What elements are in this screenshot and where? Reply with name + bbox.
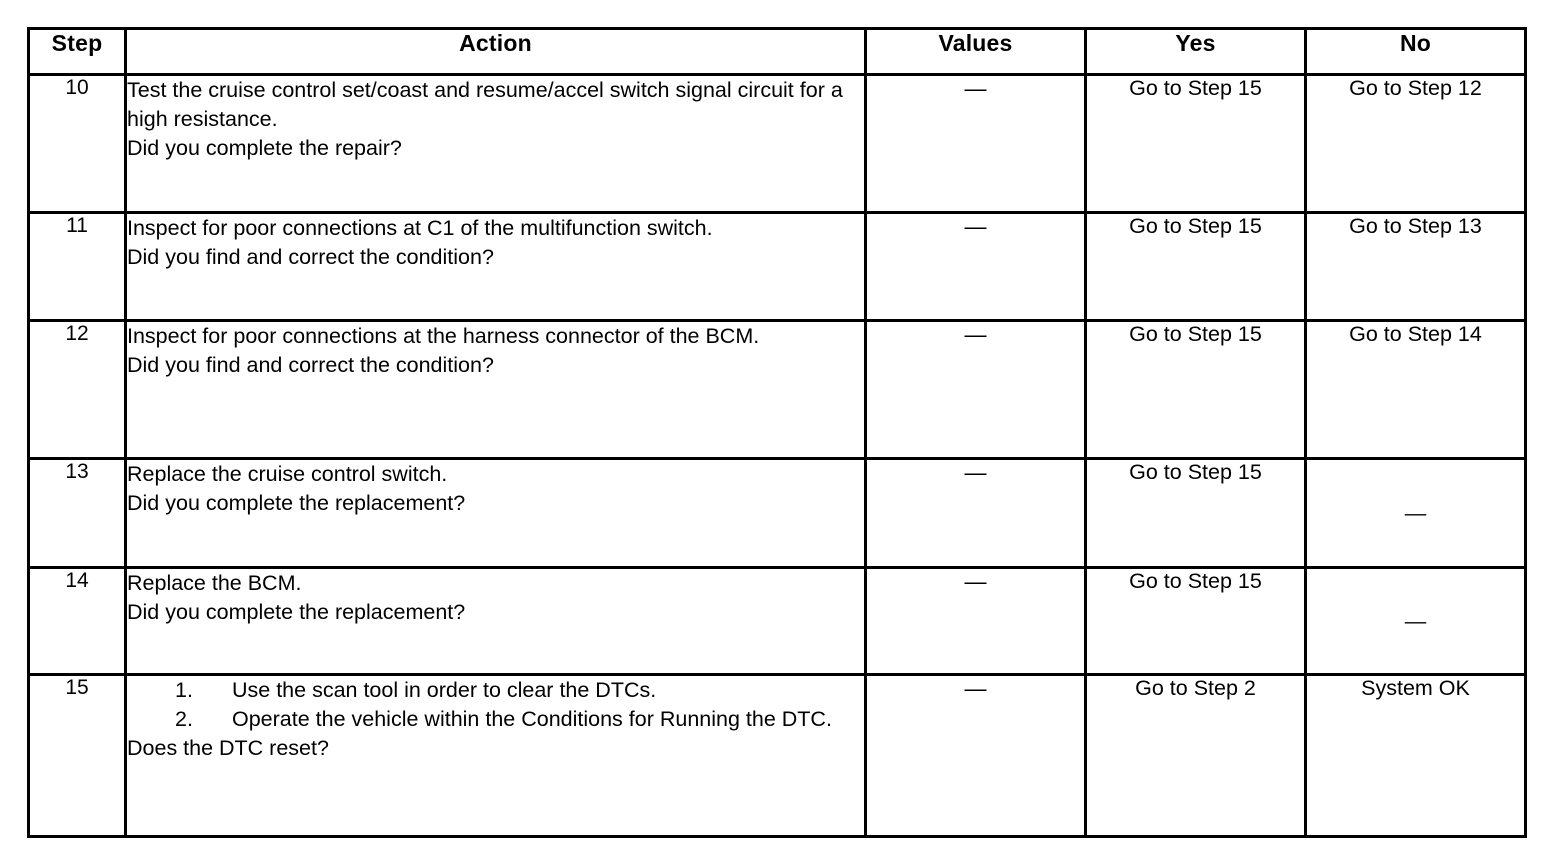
yes-cell: Go to Step 15 — [1084, 457, 1307, 569]
action-description: Replace the cruise control switch. — [127, 462, 448, 486]
action-cell: 1. Use the scan tool in order to clear t… — [124, 673, 867, 838]
list-item: 1. Use the scan tool in order to clear t… — [127, 676, 864, 705]
list-item-text: Operate the vehicle within the Condition… — [232, 707, 832, 731]
table-row: 14 Replace the BCM. Did you complete the… — [27, 566, 1527, 676]
action-question: Did you find and correct the condition? — [127, 245, 494, 269]
action-question: Did you find and correct the condition? — [127, 353, 494, 377]
values-cell: — — [864, 211, 1087, 322]
list-item-text: Use the scan tool in order to clear the … — [232, 678, 657, 702]
list-item-number: 2. — [175, 707, 193, 731]
values-cell: — — [864, 319, 1087, 460]
column-header-values: Values — [864, 27, 1087, 76]
action-question: Did you complete the repair? — [127, 136, 402, 160]
column-header-step: Step — [27, 27, 127, 76]
step-number: 15 — [27, 673, 127, 838]
yes-cell: Go to Step 15 — [1084, 73, 1307, 214]
action-description: Test the cruise control set/coast and re… — [127, 78, 843, 131]
table-row: 11 Inspect for poor connections at C1 of… — [27, 211, 1527, 322]
values-cell: — — [864, 673, 1087, 838]
table-row: 13 Replace the cruise control switch. Di… — [27, 457, 1527, 569]
values-cell: — — [864, 73, 1087, 214]
values-cell: — — [864, 566, 1087, 676]
column-header-yes: Yes — [1084, 27, 1307, 76]
step-number: 10 — [27, 73, 127, 214]
action-cell: Inspect for poor connections at C1 of th… — [124, 211, 867, 322]
table-header-row: Step Action Values Yes No — [27, 27, 1527, 76]
action-cell: Test the cruise control set/coast and re… — [124, 73, 867, 214]
no-cell: Go to Step 14 — [1304, 319, 1527, 460]
list-item-number: 1. — [175, 678, 193, 702]
no-cell: Go to Step 12 — [1304, 73, 1527, 214]
yes-cell: Go to Step 15 — [1084, 566, 1307, 676]
action-question: Does the DTC reset? — [127, 736, 329, 760]
action-description: Inspect for poor connections at C1 of th… — [127, 216, 713, 240]
no-cell: Go to Step 13 — [1304, 211, 1527, 322]
step-number: 11 — [27, 211, 127, 322]
column-header-no: No — [1304, 27, 1527, 76]
action-description: Inspect for poor connections at the harn… — [127, 324, 760, 348]
step-number: 12 — [27, 319, 127, 460]
action-question: Did you complete the replacement? — [127, 600, 466, 624]
values-cell: — — [864, 457, 1087, 569]
list-item: 2. Operate the vehicle within the Condit… — [127, 705, 864, 734]
action-question: Did you complete the replacement? — [127, 491, 466, 515]
action-cell: Replace the BCM. Did you complete the re… — [124, 566, 867, 676]
yes-cell: Go to Step 15 — [1084, 211, 1307, 322]
action-cell: Inspect for poor connections at the harn… — [124, 319, 867, 460]
action-description: Replace the BCM. — [127, 571, 302, 595]
yes-cell: Go to Step 2 — [1084, 673, 1307, 838]
yes-cell: Go to Step 15 — [1084, 319, 1307, 460]
no-cell: — — [1304, 566, 1527, 676]
action-step-list: 1. Use the scan tool in order to clear t… — [127, 676, 864, 734]
action-cell: Replace the cruise control switch. Did y… — [124, 457, 867, 569]
table-row: 10 Test the cruise control set/coast and… — [27, 73, 1527, 214]
step-number: 13 — [27, 457, 127, 569]
table-row: 12 Inspect for poor connections at the h… — [27, 319, 1527, 460]
diagnostic-procedure-table: Step Action Values Yes No 10 Test the cr… — [27, 27, 1527, 838]
column-header-action: Action — [124, 27, 867, 76]
table-row: 15 1. Use the scan tool in order to clea… — [27, 673, 1527, 838]
step-number: 14 — [27, 566, 127, 676]
no-cell: System OK — [1304, 673, 1527, 838]
no-cell: — — [1304, 457, 1527, 569]
